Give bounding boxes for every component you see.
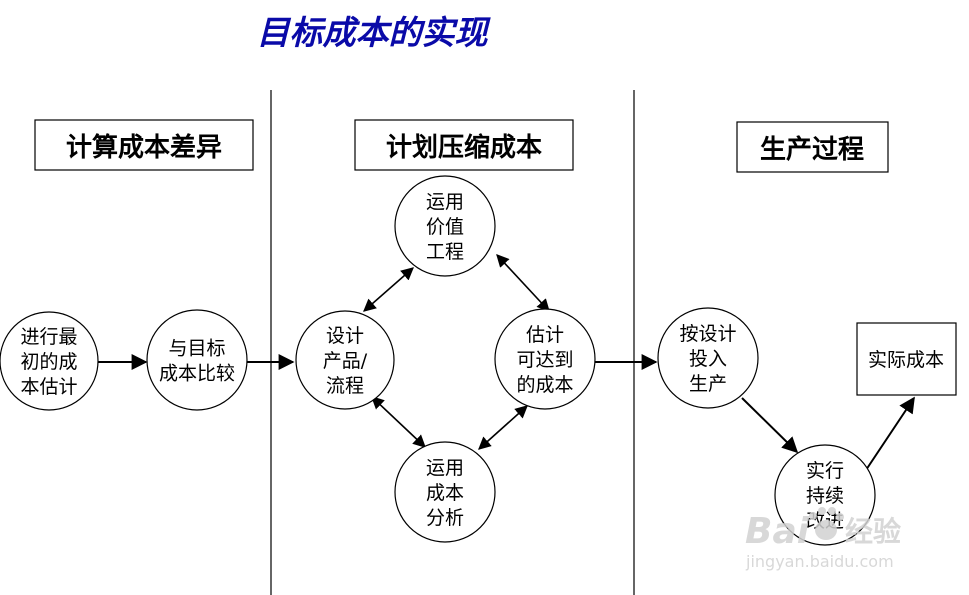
- node-label-line: 设计: [326, 325, 364, 347]
- section-label: 计划压缩成本: [386, 132, 542, 163]
- node-label-line: 进行最: [20, 326, 77, 348]
- node-label-line: 持续: [806, 485, 844, 507]
- node-label-line: 估计: [526, 324, 564, 346]
- watermark-brand2: 经验: [845, 515, 901, 548]
- node-label-line: 分析: [426, 507, 464, 529]
- node-label-line: 的成本: [516, 374, 573, 396]
- watermark: Bai 经验 jingyan.baidu.com: [745, 507, 901, 571]
- section-header-calc: 计算成本差异: [34, 119, 254, 171]
- node-label-line: 初的成: [20, 351, 77, 373]
- watermark-url: jingyan.baidu.com: [745, 552, 894, 571]
- node-label-line: 本估计: [20, 376, 77, 398]
- arrow-improve-to-actual: [865, 396, 915, 471]
- page-title: 目标成本的实现: [257, 13, 492, 52]
- section-label: 生产过程: [760, 135, 864, 165]
- node-label-line: 投入: [689, 348, 727, 370]
- arrow-design-analysis: [371, 396, 426, 448]
- node-label-line: 成本比较: [159, 362, 235, 384]
- node-label-line: 价值: [426, 216, 464, 238]
- arrow-value-estimate: [496, 254, 550, 312]
- node-label-line: 工程: [426, 241, 464, 263]
- node-label-line: 产品/: [323, 350, 368, 372]
- arrow-produce-to-improve: [741, 397, 799, 454]
- node-label-line: 与目标: [168, 337, 225, 359]
- node-label-line: 可达到: [516, 349, 573, 371]
- section-label: 计算成本差异: [66, 132, 222, 163]
- arrow-analysis-estimate: [478, 405, 528, 450]
- node-continuous-improvement: 实行持续改进: [774, 444, 876, 546]
- section-header-plan: 计划压缩成本: [354, 119, 574, 171]
- node-label-line: 实际成本: [868, 349, 944, 371]
- node-label-line: 运用: [426, 191, 464, 213]
- node-actual-cost: 实际成本: [856, 322, 957, 396]
- paw-icon: [809, 507, 844, 540]
- node-label-line: 生产: [689, 373, 727, 395]
- section-header-prod: 生产过程: [736, 121, 889, 173]
- node-label-line: 按设计: [679, 323, 736, 345]
- node-label-line: 实行: [806, 460, 844, 482]
- arrow-design-value: [363, 267, 414, 312]
- watermark-brand: Bai: [745, 511, 810, 552]
- node-label-line: 成本: [426, 482, 464, 504]
- node-label-line: 运用: [426, 457, 464, 479]
- node-label-line: 流程: [326, 375, 364, 397]
